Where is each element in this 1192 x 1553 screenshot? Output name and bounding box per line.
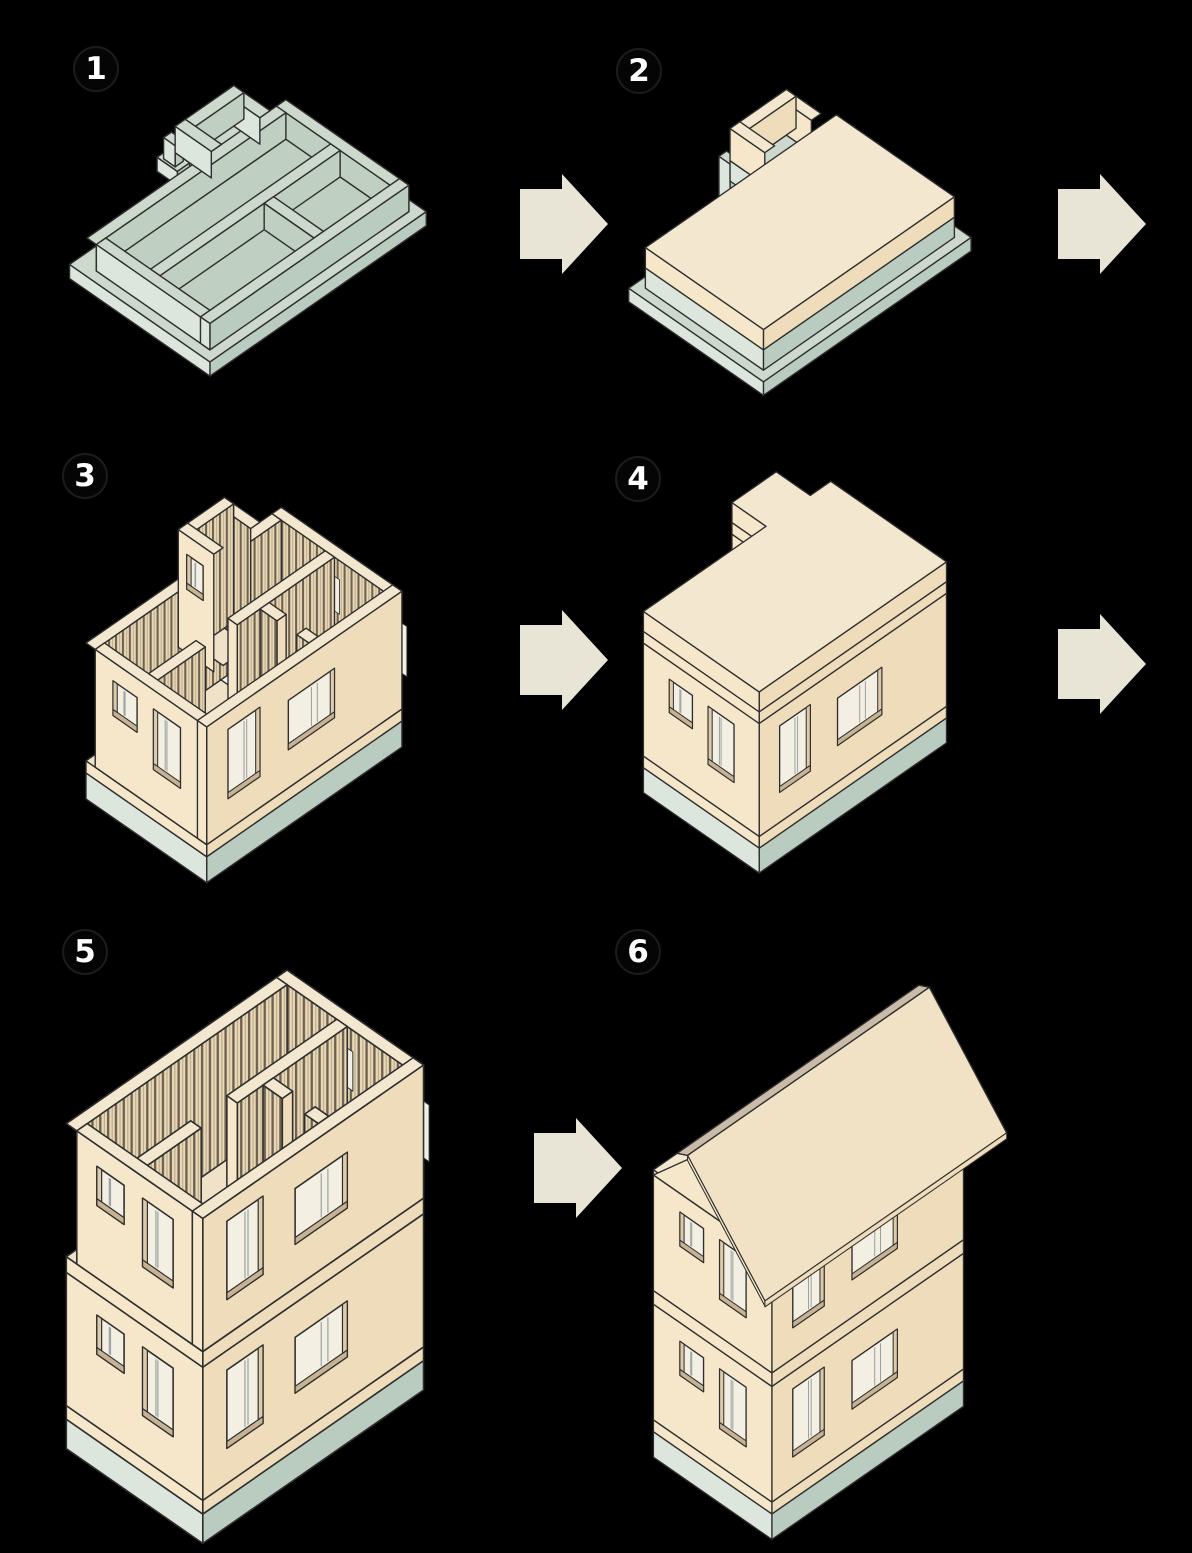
step-3-first-story-walls-illustration [58,490,430,890]
step-4-first-story-capped-illustration [600,468,990,880]
step-number: 6 [627,933,649,970]
step-number: 3 [74,457,96,494]
step-badge-6: 6 [615,929,661,975]
arrow-right-icon [520,608,608,712]
arrow-right-icon [1058,172,1146,276]
arrow-right-icon [1058,612,1146,716]
step-2-floor-platform-illustration [612,86,987,401]
step-badge-3: 3 [62,453,108,499]
step-number: 1 [85,50,107,87]
step-number: 2 [628,52,650,89]
arrow-right-icon [520,172,608,276]
step-badge-1: 1 [73,46,119,92]
step-badge-5: 5 [62,929,108,975]
step-number: 5 [74,933,96,970]
step-badge-4: 4 [615,456,661,502]
step-5-two-story-walls-illustration [58,960,430,1552]
step-badge-2: 2 [616,48,662,94]
arrow-right-icon [534,1116,622,1220]
step-6-finished-house-illustration [608,950,1060,1550]
step-number: 4 [627,460,649,497]
step-1-foundation-illustration [60,82,435,382]
